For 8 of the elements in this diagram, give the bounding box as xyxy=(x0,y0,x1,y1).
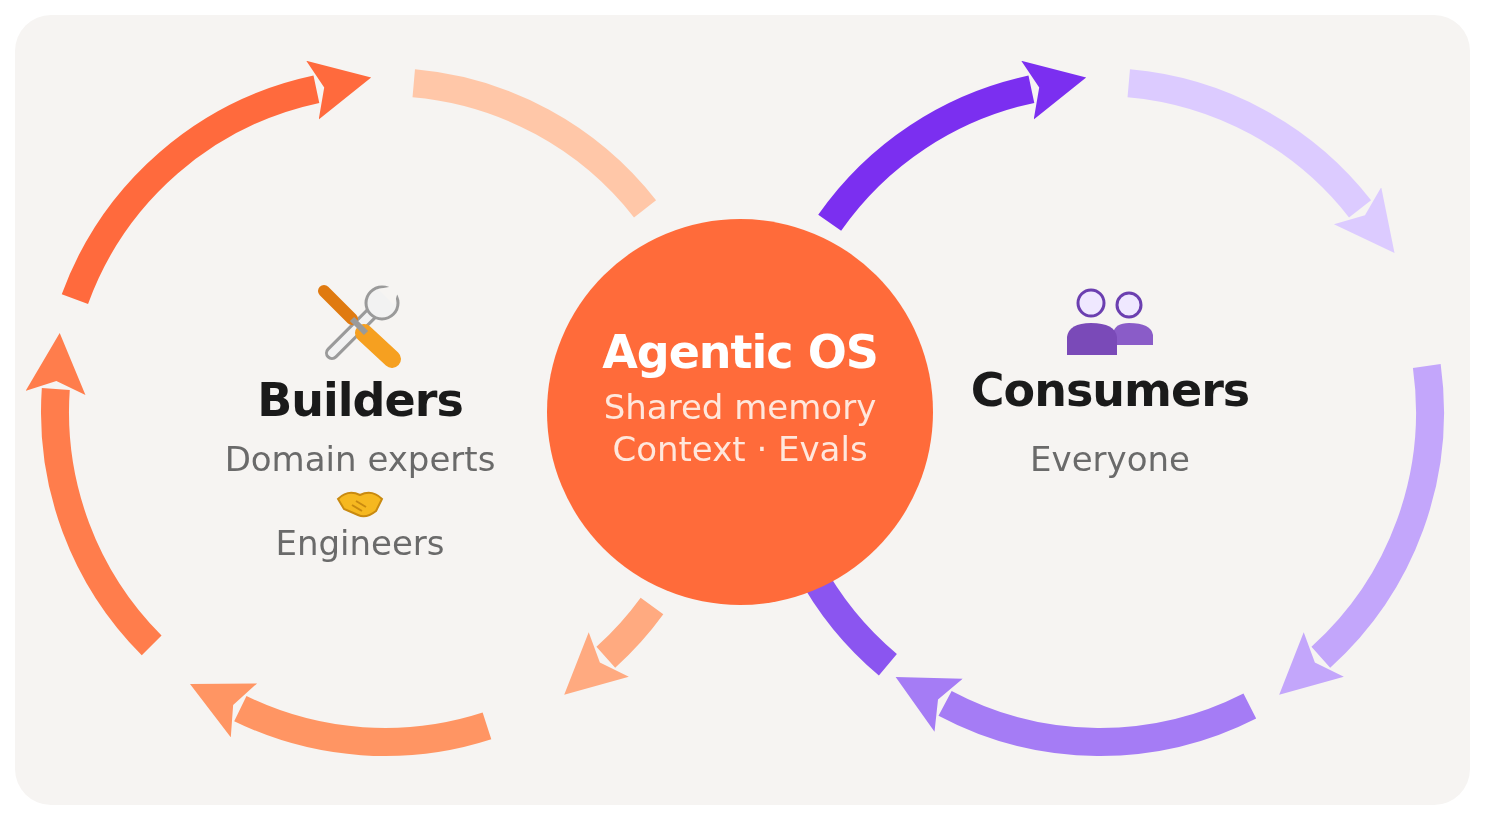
subtitle: Domain experts xyxy=(224,439,496,479)
subtitle: Context · Evals xyxy=(612,429,868,469)
heading: Agentic OS xyxy=(602,325,878,379)
subtitle: Everyone xyxy=(1030,439,1190,479)
heading: Consumers xyxy=(970,363,1250,417)
subtitle: Shared memory xyxy=(603,387,877,427)
subtitle: Engineers xyxy=(275,523,445,563)
heading: Builders xyxy=(257,373,463,427)
